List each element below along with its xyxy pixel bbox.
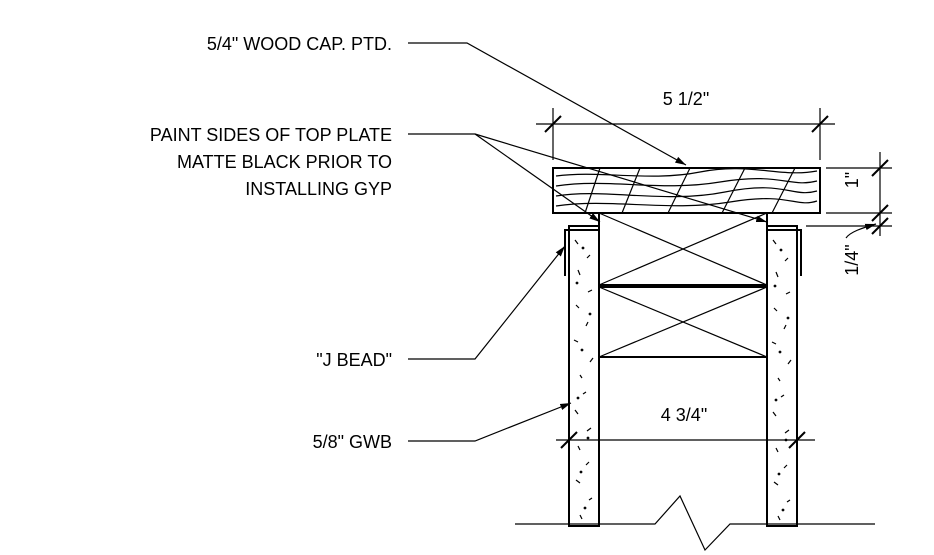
note-paint-line1: PAINT SIDES OF TOP PLATE — [150, 125, 392, 145]
dim-wall-width-text: 4 3/4" — [661, 405, 707, 425]
leader-j-bead — [408, 245, 566, 360]
j-bead-left — [564, 229, 600, 276]
gwb-right — [766, 225, 802, 527]
note-gwb: 5/8" GWB — [313, 432, 392, 452]
leader-paint-right — [474, 133, 768, 223]
j-bead-right — [766, 229, 802, 276]
top-plates — [598, 212, 768, 358]
dim-cap-width — [536, 108, 835, 160]
dim-cap-thickness-text: 1" — [842, 172, 862, 188]
dim-cap-width-text: 5 1/2" — [663, 89, 709, 109]
dim-reveal-text: 1/4" — [842, 244, 862, 275]
note-j-bead: "J BEAD" — [316, 350, 392, 370]
leader-paint-left — [408, 133, 601, 223]
wood-cap — [552, 167, 821, 214]
note-paint-line3: INSTALLING GYP — [245, 179, 392, 199]
dim-cap-thickness — [806, 152, 892, 236]
dim-reveal-leader — [845, 223, 877, 239]
leader-gwb — [408, 402, 572, 442]
break-line — [515, 494, 875, 552]
note-wood-cap: 5/4" WOOD CAP. PTD. — [207, 34, 392, 54]
dim-wall-width — [556, 431, 815, 449]
wood-grain-hatch — [555, 167, 818, 214]
leader-wood-cap — [408, 42, 687, 166]
note-paint-line2: MATTE BLACK PRIOR TO — [177, 152, 392, 172]
gwb-left — [564, 225, 600, 527]
